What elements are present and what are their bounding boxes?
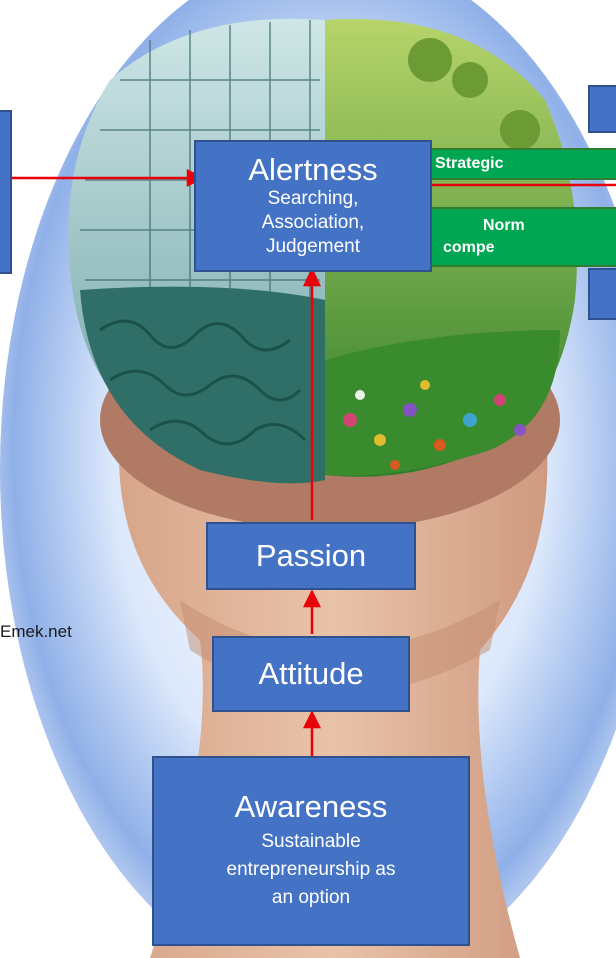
attitude-box: Attitude (212, 636, 410, 712)
strategic-text: Strategic (435, 155, 504, 172)
left-brain-folds (80, 286, 325, 484)
awareness-line-3: an option (271, 887, 351, 908)
watermark-text: Emek.net (0, 622, 72, 641)
awareness-line-2: entrepreneurship as (226, 859, 396, 880)
normative-line-2: compe (443, 239, 495, 256)
alertness-box: Alertness Searching, Association, Judgem… (194, 140, 432, 272)
passion-title: Passion (255, 538, 367, 573)
arrowhead-passion (302, 589, 322, 608)
awareness-box: Awareness Sustainable entrepreneurship a… (152, 756, 470, 946)
flowers (343, 380, 526, 470)
passion-box: Passion (206, 522, 416, 590)
alertness-line-2: Association, (261, 212, 365, 233)
attitude-title: Attitude (258, 656, 364, 691)
left-panel-partial (0, 110, 12, 274)
right-bottom-box-partial (588, 268, 616, 320)
alertness-line-1: Searching, (267, 188, 359, 209)
right-top-box-partial (588, 85, 616, 133)
normative-label: Norm compe (425, 207, 616, 267)
trees (408, 38, 540, 150)
arrowhead-attitude (302, 710, 322, 729)
strategic-label: Strategic (425, 148, 616, 180)
arrowhead-alertness (303, 267, 321, 287)
awareness-title: Awareness (234, 789, 388, 824)
alertness-title: Alertness (248, 152, 378, 187)
awareness-line-1: Sustainable (261, 831, 361, 852)
alertness-line-3: Judgement (265, 236, 360, 257)
normative-line-1: Norm (483, 217, 525, 234)
